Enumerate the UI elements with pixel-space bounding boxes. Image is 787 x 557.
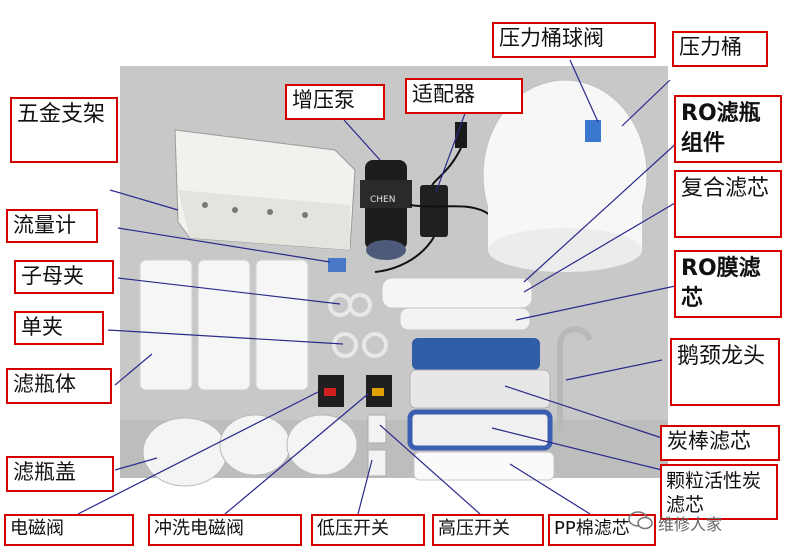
adapter-shape <box>374 122 491 273</box>
label-twin-clip: 子母夹 <box>14 260 114 294</box>
wechat-icon <box>628 511 653 530</box>
label-gooseneck-faucet: 鹅颈龙头 <box>670 338 780 406</box>
label-pressure-tank: 压力桶 <box>672 31 768 67</box>
tank-shape <box>482 79 648 272</box>
label-pp-filter: PP棉滤芯 <box>548 514 656 546</box>
label-flush-solenoid-valve: 冲洗电磁阀 <box>148 514 302 546</box>
label-flow-meter: 流量计 <box>6 209 98 243</box>
label-booster-pump: 增压泵 <box>285 84 385 120</box>
flowmeter-shape <box>328 258 346 272</box>
cartridge-shapes <box>381 277 555 481</box>
pointer-lines <box>77 59 681 515</box>
watermark-text: 维修人家 <box>658 515 723 534</box>
label-gac-filter: 颗粒活性炭滤芯 <box>660 464 778 520</box>
label-hardware-bracket: 五金支架 <box>10 97 118 163</box>
faucet-shape <box>557 326 593 430</box>
housing-shapes <box>139 259 309 391</box>
valve-shapes <box>318 375 392 477</box>
label-ro-bottle-assembly: RO滤瓶组件 <box>674 95 782 163</box>
clip-shapes <box>328 293 388 358</box>
label-ro-membrane: RO膜滤芯 <box>674 250 782 318</box>
label-pressure-tank-valve: 压力桶球阀 <box>492 22 656 58</box>
bracket-shape <box>174 129 356 251</box>
cap-shapes <box>142 414 358 487</box>
label-filter-housing: 滤瓶体 <box>6 368 112 404</box>
label-adapter: 适配器 <box>405 78 523 114</box>
label-low-pressure-switch: 低压开关 <box>311 514 425 546</box>
svg-text:CHEN: CHEN <box>370 195 395 205</box>
label-single-clip: 单夹 <box>14 311 104 345</box>
label-composite-filter: 复合滤芯 <box>674 170 782 238</box>
label-housing-cap: 滤瓶盖 <box>6 456 114 492</box>
label-carbon-block: 炭棒滤芯 <box>660 425 780 461</box>
label-solenoid-valve: 电磁阀 <box>4 514 134 546</box>
label-high-pressure-switch: 高压开关 <box>432 514 544 546</box>
watermark: 维修人家 <box>626 506 776 536</box>
pump-shape: CHEN <box>360 160 412 260</box>
